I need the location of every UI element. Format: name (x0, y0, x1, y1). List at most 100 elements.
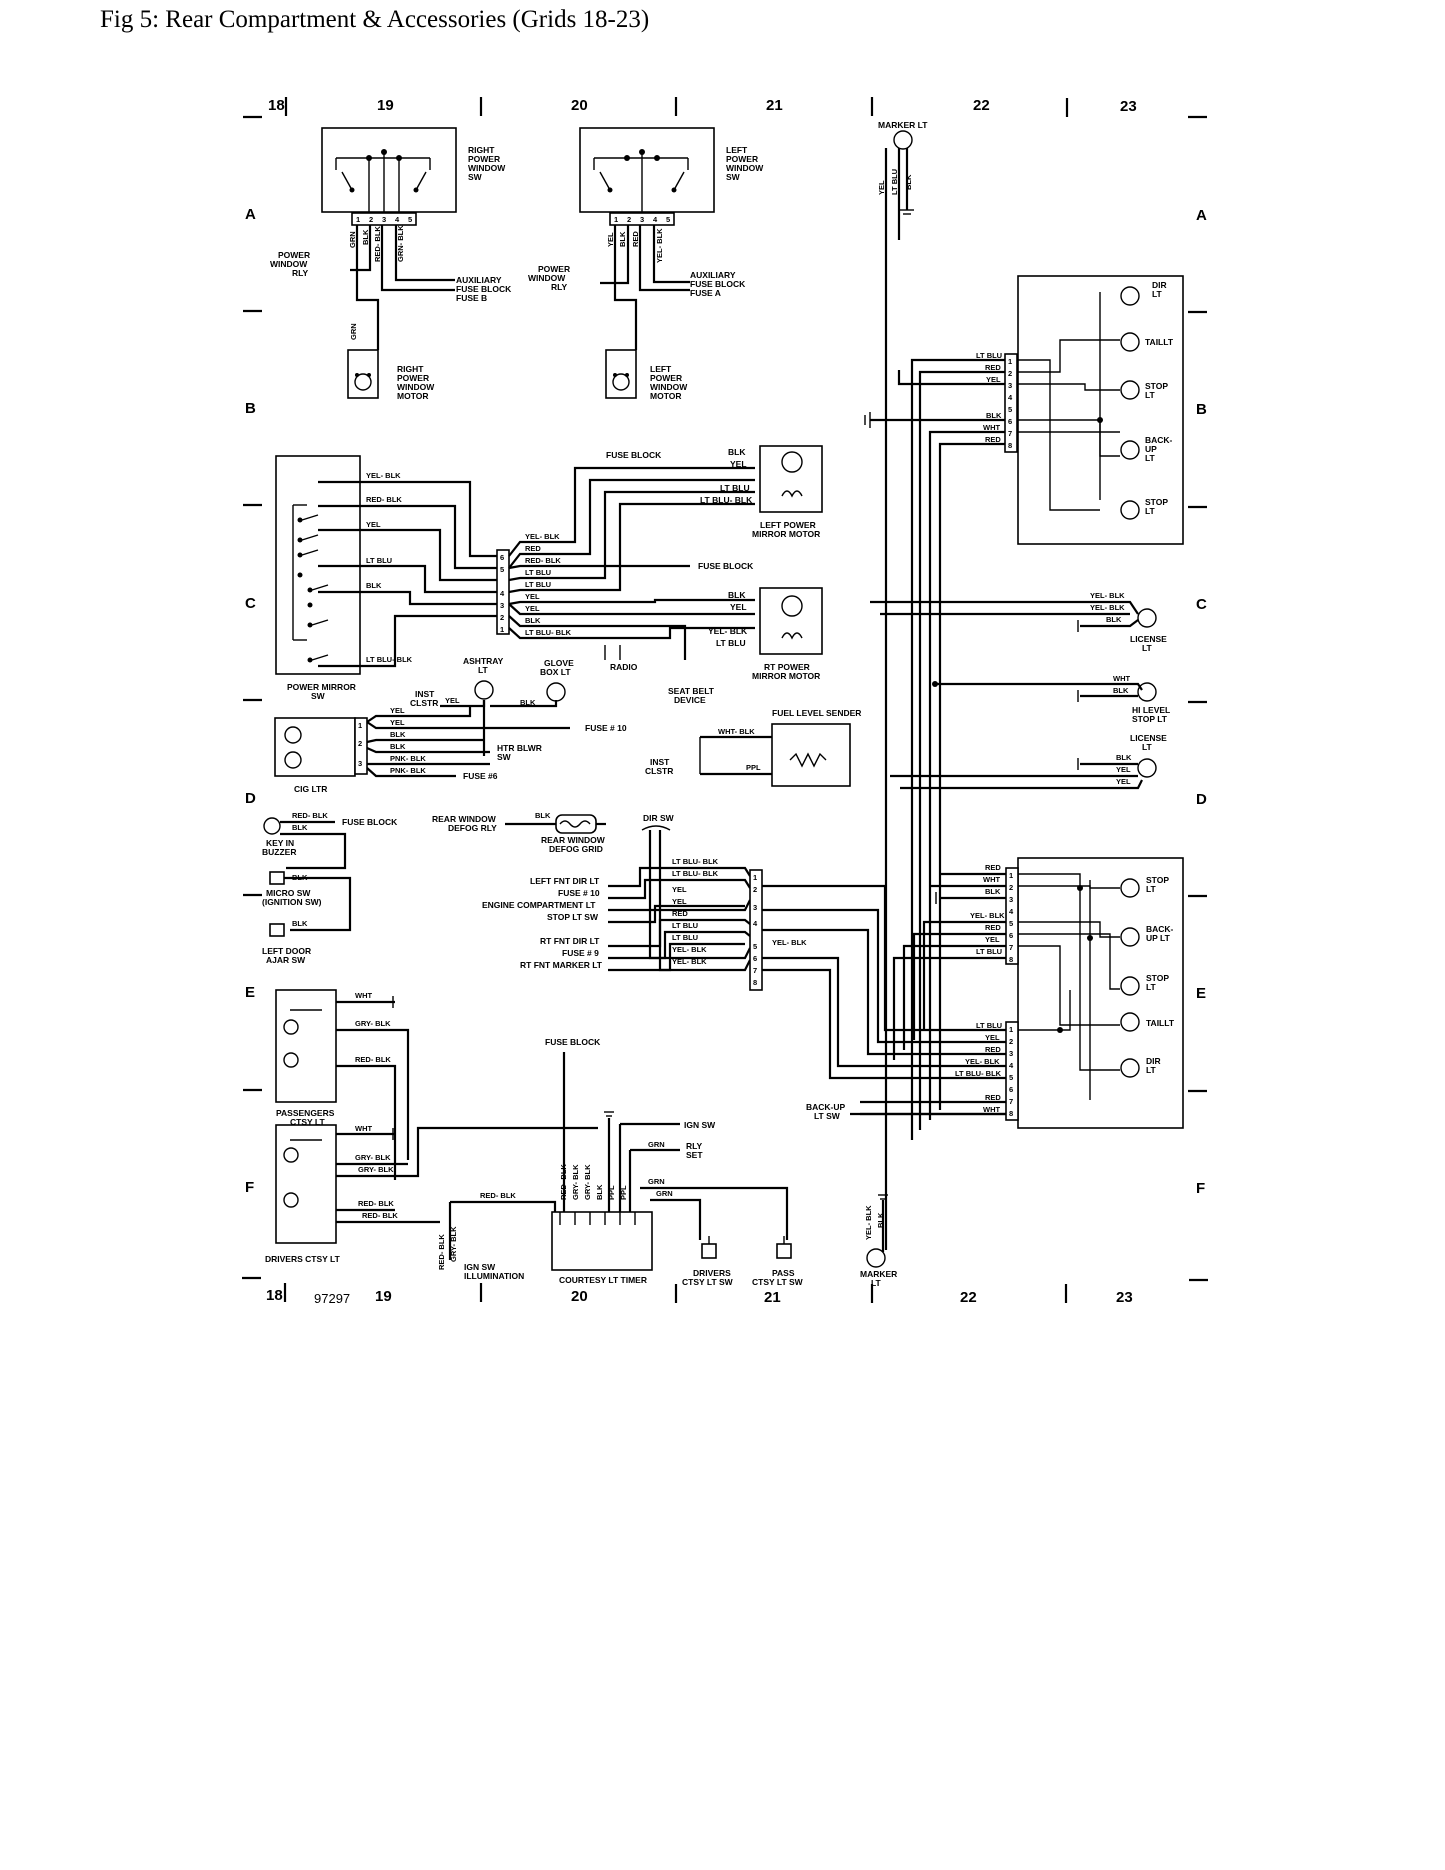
figure-number: 97297 (314, 1291, 350, 1306)
left-window-pin-4: 4 (653, 215, 658, 224)
right-lamp-dir-2: LT (1146, 1065, 1157, 1075)
dir-wire-2: LT BLU- BLK (672, 869, 719, 878)
right-lamp-b-pin-2: 2 (1009, 1037, 1013, 1046)
right-lamp-a-pin-8: 8 (1009, 955, 1013, 964)
mirror-conn-wire-lt-blu-2: LT BLU (525, 580, 551, 589)
grid-row-left-B: B (245, 400, 256, 417)
hi-stop-wire-wht: WHT (1113, 674, 1130, 683)
dir-left-label-5: RT FNT DIR LT (540, 936, 600, 946)
grid-row-left-D: D (245, 790, 256, 807)
mirror-sw-wire-yel: YEL (366, 520, 381, 529)
defog-grid-1: REAR WINDOW (541, 835, 606, 845)
left-window-pin-1: 1 (614, 215, 618, 224)
dir-out-wire-yel-blk: YEL- BLK (772, 938, 807, 947)
rt-mirror-motor-label-2: MIRROR MOTOR (752, 671, 820, 681)
cig-wire-blk-2: BLK (390, 742, 406, 751)
dir-wire-8: YEL- BLK (672, 945, 707, 954)
mirror-conn-wire-lt-blu-blk: LT BLU- BLK (525, 628, 572, 637)
right-window-wire-grn: GRN (348, 231, 357, 248)
timer-vert-blk: BLK (595, 1184, 604, 1200)
grid-row-left-E: E (245, 984, 255, 1001)
mirror-conn-pin-2: 2 (500, 613, 504, 622)
dir-left-label-2: FUSE # 10 (558, 888, 600, 898)
left-rear-lamp-cluster: 1 2 3 4 5 6 7 8 LT BLU RED YEL BLK WHT R… (864, 275, 1184, 1140)
hi-level-stop-light: WHT BLK HI LEVEL STOP LT (932, 674, 1170, 724)
grid-row-left-F: F (245, 1179, 254, 1196)
license2-wire-blk: BLK (1116, 753, 1132, 762)
right-window-pin-4: 4 (395, 215, 400, 224)
marker-light-bottom: YEL- BLK BLK MARKER LT (860, 1194, 897, 1288)
timer-vert-gry-blk-1: GRY- BLK (571, 1164, 580, 1200)
pass-ctsy-wire-wht: WHT (355, 991, 372, 1000)
right-lamp-a-pin-2: 2 (1009, 883, 1013, 892)
dir-wire-7: LT BLU (672, 933, 698, 942)
courtesy-lights: WHT GRY- BLK RED- BLK PASSENGERS CTSY LT… (265, 989, 598, 1264)
right-lamp-b-wire-wht: WHT (983, 1105, 1000, 1114)
mirror-conn-pin-5: 5 (500, 565, 504, 574)
dir-pin-8: 8 (753, 978, 757, 987)
ign-illum-1: IGN SW (464, 1262, 496, 1272)
pass-ctsy-wire-red-blk: RED- BLK (355, 1055, 391, 1064)
right-window-pin-3: 3 (382, 215, 386, 224)
license2-wire-yel-1: YEL (1116, 765, 1131, 774)
right-lamp-backup-1: BACK- (1146, 924, 1174, 934)
drv-ctsy-wire-wht: WHT (355, 1124, 372, 1133)
right-lamp-stop-1: STOP (1146, 875, 1169, 885)
figure-caption: Fig 5: Rear Compartment & Accessories (G… (100, 6, 650, 33)
left-window-sw-label-4: SW (726, 172, 741, 182)
fuel-inst-clstr-2: CLSTR (645, 766, 673, 776)
dir-wire-4: YEL (672, 897, 687, 906)
rt-mirror-wire-lt-blu: LT BLU (716, 638, 746, 648)
dir-sw-title: DIR SW (643, 813, 675, 823)
key-in-buzzer-1: KEY IN (266, 838, 294, 848)
fuse-6-label: FUSE #6 (463, 771, 498, 781)
right-lamp-stop2-1: STOP (1146, 973, 1169, 983)
rt-mirror-wire-blk: BLK (728, 590, 746, 600)
cig-pin-2: 2 (358, 739, 362, 748)
mirror-conn-wire-blk: BLK (525, 616, 541, 625)
marker-bottom-wire-blk: BLK (876, 1212, 885, 1228)
grid-col-top-20: 20 (571, 97, 588, 114)
mirror-fuse-block-label-2: FUSE BLOCK (698, 561, 754, 571)
left-lamp-dir-1: DIR (1152, 280, 1167, 290)
license-light: YEL- BLK YEL- BLK BLK LICENSE LT (870, 591, 1167, 653)
timer-rly-set-1: RLY (686, 1141, 703, 1151)
right-window-wire-grn-blk: GRN- BLK (396, 225, 405, 262)
timer-vert-ppl-2: PPL (619, 1185, 628, 1200)
right-lamp-b-pin-5: 5 (1009, 1073, 1013, 1082)
right-lamp-a-wire-lt-blu: LT BLU (976, 947, 1002, 956)
left-lamp-pin-8: 8 (1008, 441, 1012, 450)
right-lamp-b-pin-6: 6 (1009, 1085, 1013, 1094)
right-lamp-a-wire-wht: WHT (983, 875, 1000, 884)
passengers-ctsy-1: PASSENGERS (276, 1108, 335, 1118)
grid-col-top-23: 23 (1120, 98, 1137, 115)
license-wire-yel-blk-1: YEL- BLK (1090, 591, 1125, 600)
timer-wire-grn-3: GRN (656, 1189, 673, 1198)
marker-top-wire-yel: YEL (877, 180, 886, 195)
grid-row-right-F: F (1196, 1180, 1205, 1197)
courtesy-light-timer: FUSE BLOCK IGN SW GRN RLY SET RED- BLK R… (437, 1037, 804, 1287)
right-power-window-switch: RIGHT POWER WINDOW SW 1 2 3 4 5 GRN BLK … (270, 127, 512, 401)
backup-light-switch: BACK-UP LT SW (806, 1102, 1006, 1121)
power-mirror-sw-label-2: SW (311, 691, 326, 701)
right-lamp-b-pin-7: 7 (1009, 1097, 1013, 1106)
drv-ctsy-wire-red-blk-2: RED- BLK (362, 1211, 398, 1220)
right-lamp-b-pin-4: 4 (1009, 1061, 1014, 1070)
door-ajar-wire-blk: BLK (292, 919, 308, 928)
left-lamp-pin-3: 3 (1008, 381, 1012, 390)
left-motor-label-1: LEFT (650, 364, 672, 374)
right-lamp-a-pin-7: 7 (1009, 943, 1013, 952)
power-mirror-sw-label-1: POWER MIRROR (287, 682, 356, 692)
left-lamp-dir-2: LT (1152, 289, 1163, 299)
timer-vert-red-blk: RED- BLK (559, 1164, 568, 1200)
ashtray-label-1: ASHTRAY (463, 656, 504, 666)
left-lamp-pin-7: 7 (1008, 429, 1012, 438)
right-window-sw-label-4: SW (468, 172, 483, 182)
left-power-window-switch: LEFT POWER WINDOW SW 1 2 3 4 5 YEL BLK R… (528, 127, 764, 401)
dir-pin-2: 2 (753, 885, 757, 894)
dir-pin-4: 4 (753, 919, 758, 928)
mirror-conn-wire-yel-2: YEL (525, 604, 540, 613)
right-lamp-b-wire-red: RED (985, 1045, 1001, 1054)
rear-defog-circuit: REAR WINDOW DEFOG RLY BLK REAR WINDOW DE… (432, 811, 606, 854)
